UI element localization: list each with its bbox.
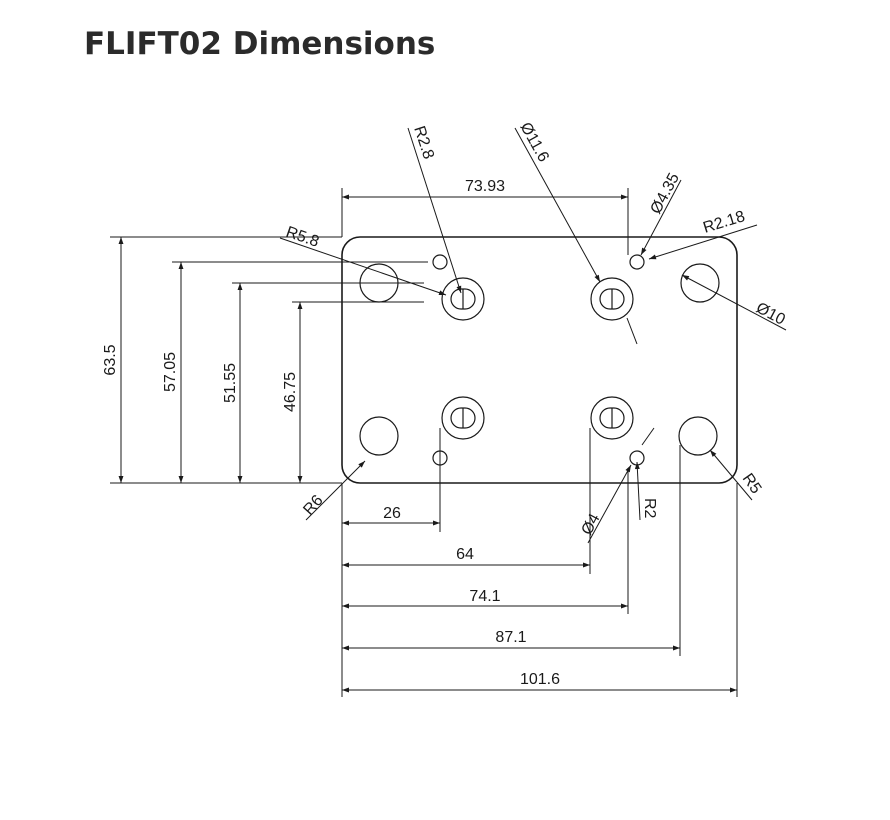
mount-hole-top-right bbox=[680, 263, 720, 303]
leader-lines bbox=[279, 127, 787, 544]
label-64: 64 bbox=[456, 546, 474, 563]
label-26: 26 bbox=[383, 505, 401, 522]
label-r2-18: R2.18 bbox=[701, 208, 747, 237]
label-r2-8: R2.8 bbox=[410, 124, 437, 161]
label-r5-8: R5.8 bbox=[284, 224, 322, 251]
label-dia-11-6: Ø11.6 bbox=[517, 120, 552, 165]
label-101-6: 101.6 bbox=[520, 671, 560, 688]
holes bbox=[359, 254, 720, 466]
label-dia-4-35: Ø4.35 bbox=[648, 170, 684, 217]
label-r2: R2 bbox=[641, 498, 658, 519]
label-r5: R5 bbox=[739, 471, 765, 498]
mount-hole-bottom-left bbox=[359, 416, 399, 456]
label-74-1: 74.1 bbox=[469, 588, 500, 605]
counterbore-hole-top-left bbox=[441, 277, 485, 321]
pin-hole-top-left bbox=[432, 254, 448, 270]
dimension-labels: R2.8 Ø11.6 73.93 Ø4.35 R2.18 R5.8 Ø10 63… bbox=[102, 120, 788, 688]
label-57-05: 57.05 bbox=[162, 352, 179, 392]
label-51-55: 51.55 bbox=[222, 363, 239, 403]
page-title: FLIFT02 Dimensions bbox=[84, 26, 436, 62]
counterbore-hole-top-right bbox=[590, 277, 634, 321]
label-63-5: 63.5 bbox=[102, 344, 119, 375]
label-46-75: 46.75 bbox=[282, 372, 299, 412]
dimension-lines bbox=[118, 194, 737, 693]
pin-hole-top-right bbox=[629, 254, 645, 270]
counterbore-hole-bottom-right bbox=[590, 396, 634, 440]
label-73-93: 73.93 bbox=[465, 178, 505, 195]
counterbore-hole-bottom-left bbox=[441, 396, 485, 440]
label-r6: R6 bbox=[300, 492, 326, 519]
extension-lines bbox=[110, 188, 738, 697]
mount-hole-bottom-right bbox=[678, 416, 718, 456]
plate-outline bbox=[341, 236, 738, 484]
label-87-1: 87.1 bbox=[495, 629, 526, 646]
label-dia-4: Ø4 bbox=[579, 511, 604, 538]
label-dia-10: Ø10 bbox=[753, 300, 788, 329]
